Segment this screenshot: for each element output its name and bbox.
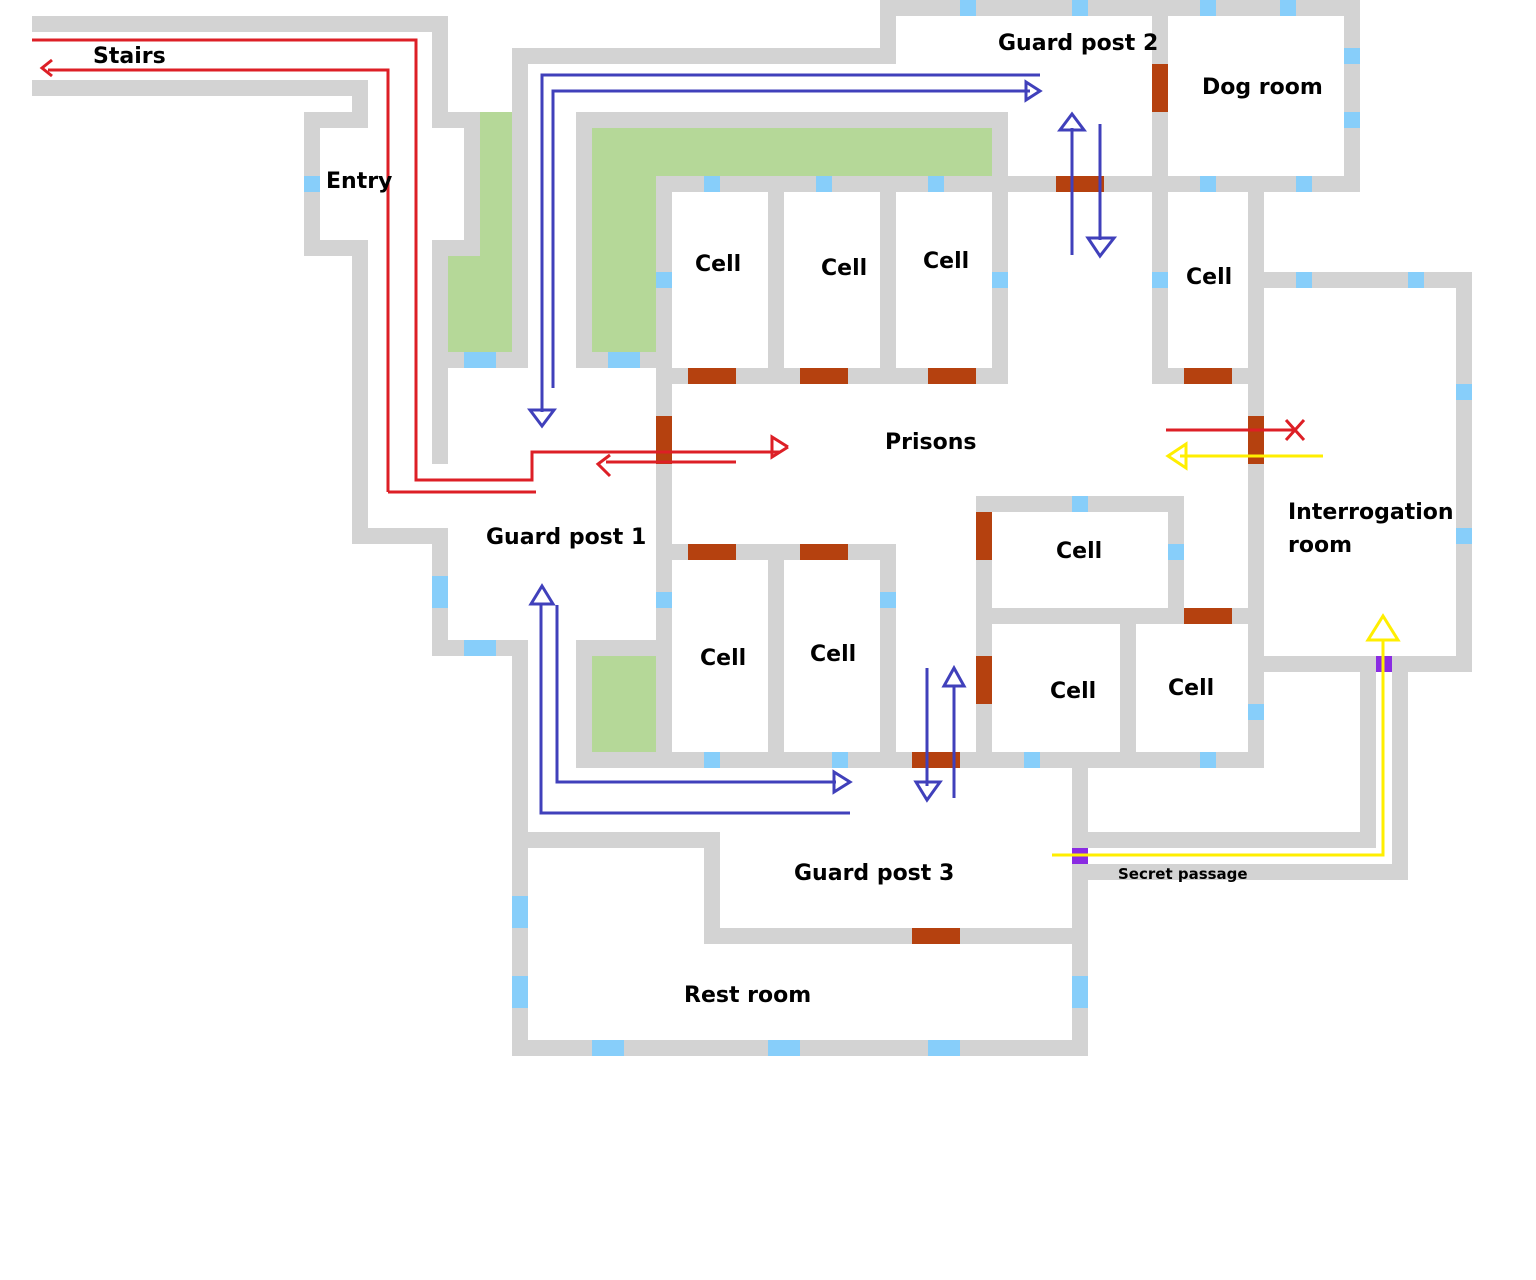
label-interrogation-line1: Interrogation bbox=[1288, 500, 1454, 525]
label-cell-6: Cell bbox=[700, 646, 746, 671]
label-dog-room: Dog room bbox=[1202, 75, 1323, 100]
label-secret-passage: Secret passage bbox=[1118, 865, 1248, 883]
label-rest-room: Rest room bbox=[684, 983, 811, 1008]
doors bbox=[656, 64, 1264, 944]
room-labels: Stairs Entry Guard post 2 Dog room Cell … bbox=[93, 31, 1454, 1008]
grass-areas bbox=[448, 112, 992, 752]
route-patrol bbox=[527, 73, 1118, 815]
label-cell-7: Cell bbox=[810, 642, 856, 667]
route-exit bbox=[32, 38, 1306, 494]
label-cell-3: Cell bbox=[923, 249, 969, 274]
label-guard-post-2: Guard post 2 bbox=[998, 31, 1158, 56]
label-guard-post-3: Guard post 3 bbox=[794, 861, 954, 886]
label-prisons: Prisons bbox=[885, 430, 976, 455]
label-interrogation-line2: room bbox=[1288, 533, 1352, 558]
label-cell-5: Cell bbox=[1056, 539, 1102, 564]
label-cell-9: Cell bbox=[1168, 676, 1214, 701]
label-stairs: Stairs bbox=[93, 44, 166, 69]
label-cell-4: Cell bbox=[1186, 265, 1232, 290]
label-cell-1: Cell bbox=[695, 252, 741, 277]
label-cell-8: Cell bbox=[1050, 679, 1096, 704]
label-entry: Entry bbox=[326, 169, 392, 194]
label-guard-post-1: Guard post 1 bbox=[486, 525, 646, 550]
label-cell-2: Cell bbox=[821, 256, 867, 281]
windows bbox=[304, 0, 1472, 1056]
route-secret bbox=[1052, 441, 1401, 857]
